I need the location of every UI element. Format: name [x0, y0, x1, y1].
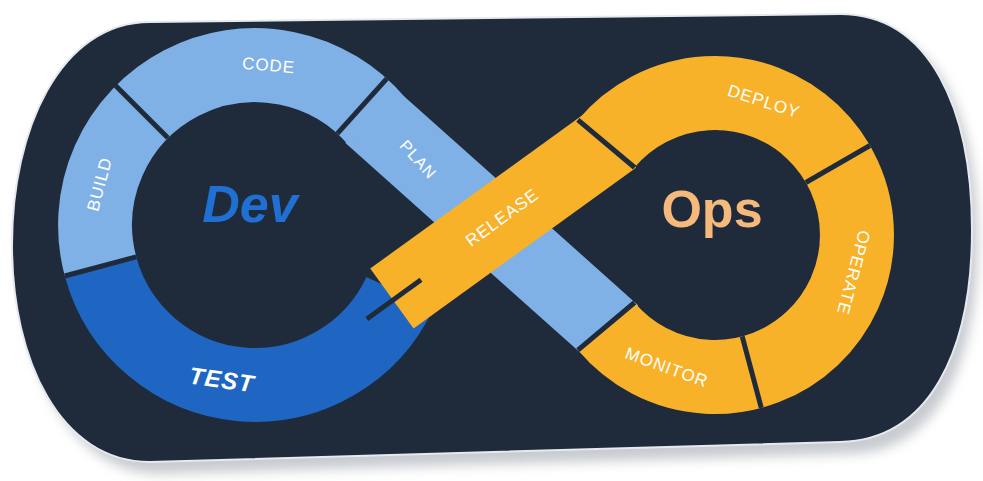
- loop-heading: Dev: [202, 176, 297, 233]
- stage-segment: CODE: [242, 54, 297, 77]
- loop-heading: Ops: [661, 181, 762, 238]
- stage-label: CODE: [242, 54, 297, 77]
